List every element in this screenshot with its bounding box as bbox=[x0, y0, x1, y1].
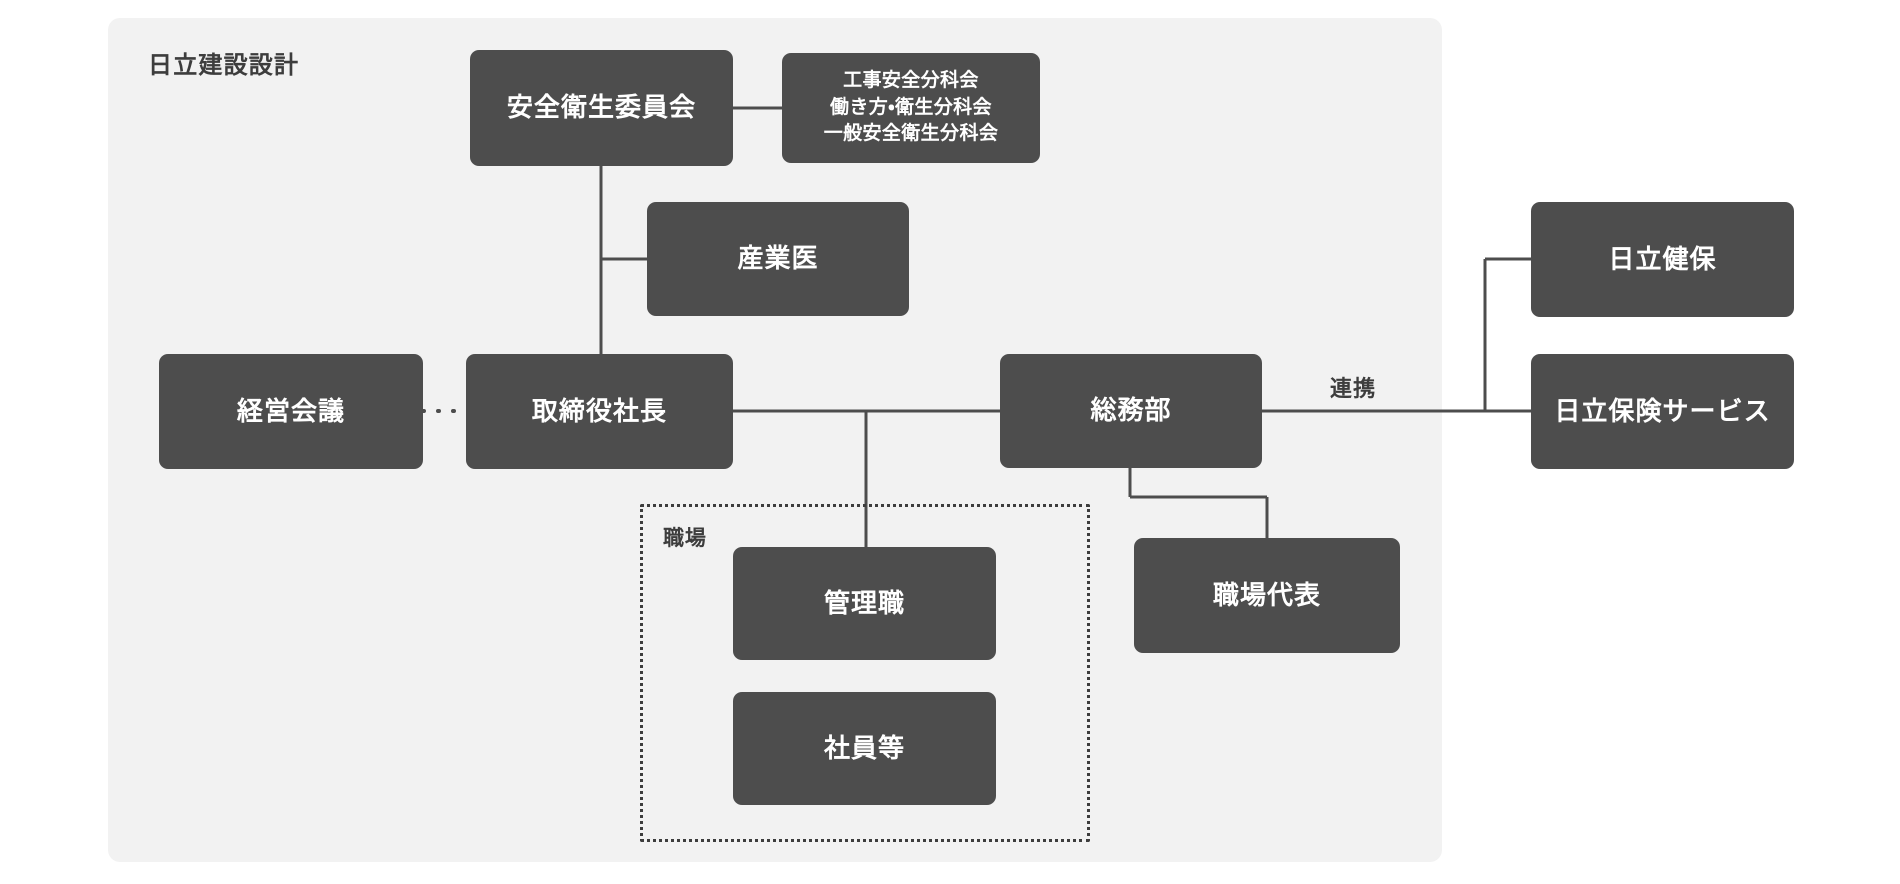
panel-title: 日立建設設計 bbox=[148, 52, 300, 79]
node-managers-label: 管理職 bbox=[823, 587, 906, 618]
node-employees[interactable]: 社員等 bbox=[733, 692, 996, 805]
node-workplace-representative[interactable]: 職場代表 bbox=[1134, 538, 1400, 653]
node-subcommittee-line-3: 一般安全衛生分科会 bbox=[823, 123, 999, 145]
node-president-label: 取締役社長 bbox=[531, 395, 668, 426]
node-hitachi-kenpo-label: 日立健保 bbox=[1608, 243, 1717, 274]
node-management-meeting[interactable]: 経営会議 bbox=[159, 354, 423, 469]
workplace-group-title: 職場 bbox=[663, 527, 707, 550]
node-subcommittee-line-1: 工事安全分科会 bbox=[843, 69, 979, 91]
node-general-affairs-label: 総務部 bbox=[1090, 395, 1172, 426]
node-hitachi-insurance-service[interactable]: 日立保険サービス bbox=[1531, 354, 1794, 469]
node-workplace-representative-label: 職場代表 bbox=[1212, 579, 1322, 610]
node-management-meeting-label: 経営会議 bbox=[236, 395, 346, 426]
node-general-affairs[interactable]: 総務部 bbox=[1000, 354, 1262, 468]
node-president[interactable]: 取締役社長 bbox=[466, 354, 733, 469]
node-occupational-physician[interactable]: 産業医 bbox=[647, 202, 909, 316]
node-employees-label: 社員等 bbox=[823, 732, 906, 763]
node-occupational-physician-label: 産業医 bbox=[737, 243, 819, 274]
node-subcommittee-line-2: 働き方・衛生分科会 bbox=[830, 96, 992, 118]
node-subcommittees[interactable]: 工事安全分科会 働き方・衛生分科会 一般安全衛生分科会 bbox=[782, 53, 1040, 163]
node-safety-committee-label: 安全衛生委員会 bbox=[506, 92, 697, 123]
node-hitachi-insurance-service-label: 日立保険サービス bbox=[1554, 395, 1771, 426]
node-hitachi-kenpo[interactable]: 日立健保 bbox=[1531, 202, 1794, 317]
workplace-group-box bbox=[640, 504, 1090, 842]
node-safety-committee[interactable]: 安全衛生委員会 bbox=[470, 50, 733, 166]
edge-label-cooperation: 連携 bbox=[1330, 376, 1377, 401]
node-managers[interactable]: 管理職 bbox=[733, 547, 996, 660]
